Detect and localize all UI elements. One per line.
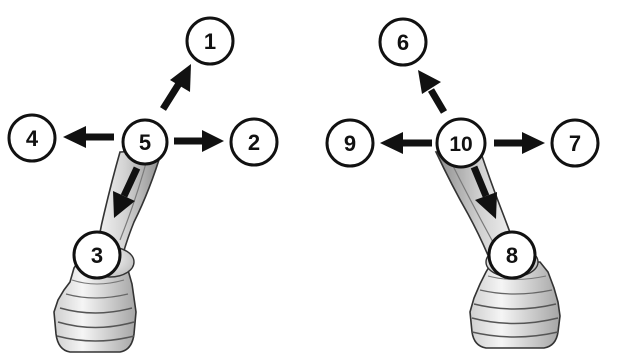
badge-6: 6 <box>378 17 428 67</box>
left-joystick-base <box>53 261 137 353</box>
badge-4: 4 <box>7 113 57 163</box>
badge-8: 8 <box>487 230 537 280</box>
badge-3: 3 <box>72 230 122 280</box>
right-joystick-base <box>469 261 561 349</box>
left-arrow-right <box>174 130 224 152</box>
left-arrow-down <box>113 166 141 218</box>
badge-2-label: 2 <box>248 130 260 155</box>
right-arrow-right <box>494 132 545 154</box>
badge-9-label: 9 <box>344 131 356 156</box>
left-arrow-up-right <box>160 64 191 111</box>
left-arrow-left <box>63 126 114 148</box>
badge-1-label: 1 <box>204 29 216 54</box>
badge-10-label: 10 <box>449 133 472 156</box>
right-arrow-up-left <box>418 70 448 114</box>
badge-9: 9 <box>325 118 375 168</box>
badge-8-label: 8 <box>506 243 518 268</box>
left-joystick: 1 2 4 5 3 <box>7 16 279 353</box>
badge-7: 7 <box>550 118 600 168</box>
badge-3-label: 3 <box>91 243 103 268</box>
right-arrow-left <box>380 132 432 154</box>
right-arrow-down <box>470 165 497 219</box>
badge-5: 5 <box>121 118 169 166</box>
badge-4-label: 4 <box>26 126 39 151</box>
badge-2: 2 <box>229 117 279 167</box>
badge-10: 10 <box>435 117 487 169</box>
badge-7-label: 7 <box>569 131 581 156</box>
badge-6-label: 6 <box>397 30 409 55</box>
right-joystick: 6 7 9 10 8 <box>325 17 600 349</box>
badge-1: 1 <box>185 16 235 66</box>
badge-5-label: 5 <box>139 130 151 155</box>
